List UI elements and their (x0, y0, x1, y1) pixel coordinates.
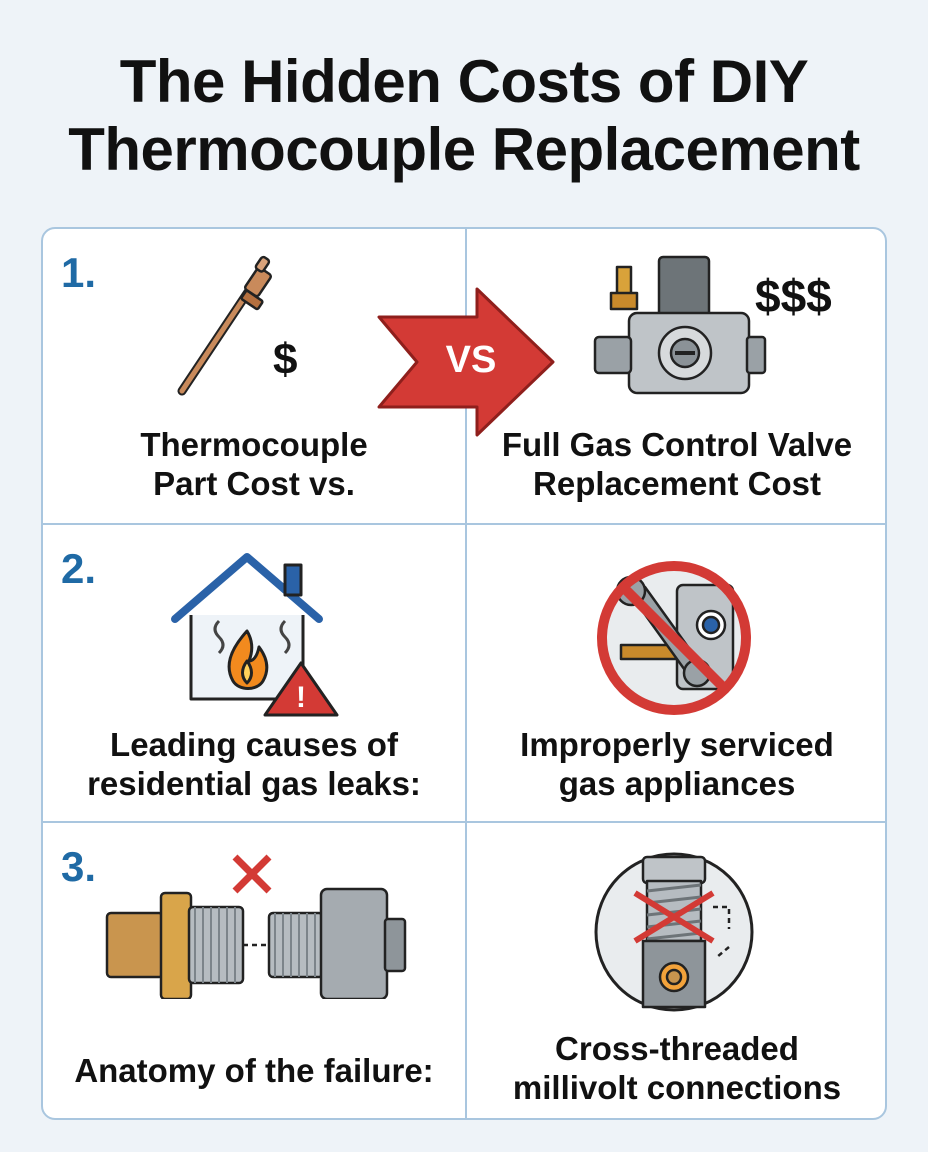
thermocouple-probe-icon (177, 255, 272, 396)
comparison-grid: 1. $ VS (41, 227, 887, 1120)
row-1-left-caption: Thermocouple Part Cost vs. (43, 425, 465, 503)
svg-text:!: ! (296, 681, 306, 714)
vs-label: VS (445, 339, 497, 381)
row-2-right-caption-line-1: Improperly serviced (520, 726, 834, 763)
row-1-right-caption: Full Gas Control Valve Replacement Cost (467, 425, 885, 503)
page-title: The Hidden Costs of DIY Thermocouple Rep… (0, 48, 928, 184)
row-divider-2 (43, 821, 885, 823)
cross-threaded-connection-icon (594, 852, 754, 1012)
row-3-number: 3. (61, 843, 97, 890)
valve-price-label: $$$ (755, 270, 832, 322)
house-fire-warning-icon: ! (171, 553, 339, 717)
mismatched-fittings-icon (105, 854, 407, 999)
row-3-right-caption-line-2: millivolt connections (512, 1069, 842, 1106)
gas-control-valve-icon (593, 255, 767, 395)
row-1-number: 1. (61, 249, 97, 296)
row-1-left-caption-line-1: Thermocouple (140, 426, 368, 463)
row-2-left-caption: Leading causes of residential gas leaks: (43, 725, 465, 803)
row-2-right-caption: Improperly serviced gas appliances (467, 725, 885, 803)
row-2-left-caption-line-2: residential gas leaks: (87, 765, 421, 802)
row-2-left-caption-line-1: Leading causes of (110, 726, 398, 763)
row-3-right-caption: Cross-threaded millivolt connections (467, 1029, 885, 1107)
row-1-right-caption-line-2: Replacement Cost (533, 465, 821, 502)
row-3-left-caption: Anatomy of the failure: (43, 1051, 465, 1090)
row-3-left-caption-line-1: Anatomy of the failure: (74, 1052, 434, 1089)
row-1-right-caption-line-1: Full Gas Control Valve (501, 426, 853, 463)
row-divider-1 (43, 523, 885, 525)
title-line-1: The Hidden Costs of DIY (119, 48, 809, 115)
row-2-right-caption-line-2: gas appliances (558, 765, 796, 802)
part-price-label: $ (273, 335, 298, 384)
no-diy-service-icon (597, 561, 751, 715)
title-line-2: Thermocouple Replacement (68, 116, 860, 183)
row-2-number: 2. (61, 545, 97, 592)
column-divider (465, 229, 467, 1118)
row-3-right-caption-line-1: Cross-threaded (555, 1030, 799, 1067)
row-1-left-caption-line-2: Part Cost vs. (153, 465, 355, 502)
vs-arrow-icon (377, 287, 555, 437)
